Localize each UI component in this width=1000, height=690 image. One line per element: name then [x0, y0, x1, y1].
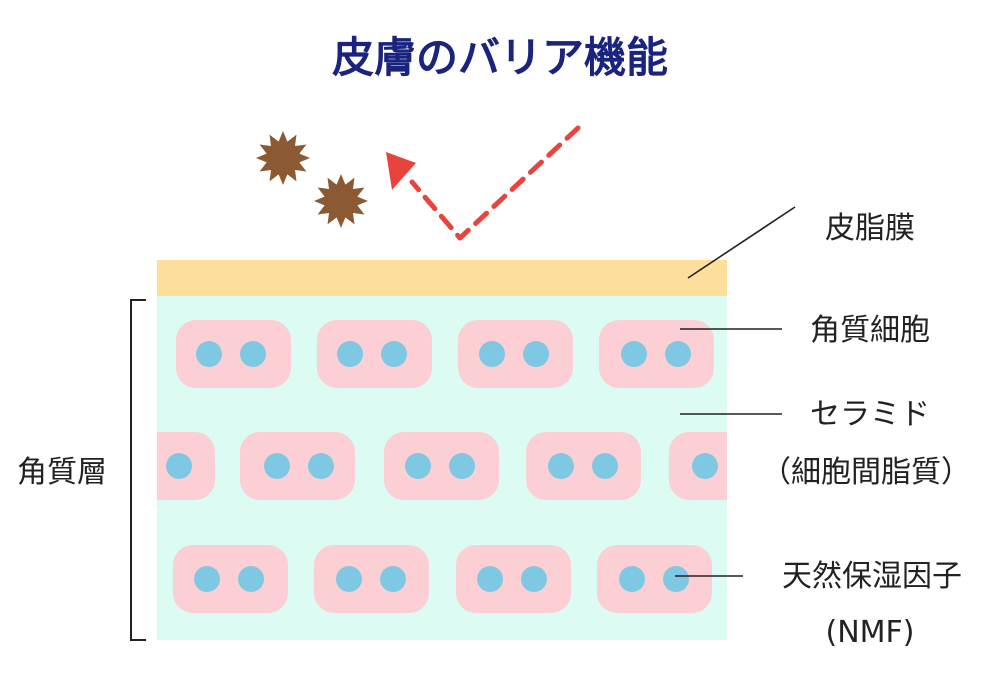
nmf-dot	[479, 341, 505, 367]
corneocyte-cell	[314, 545, 429, 613]
nmf-dot	[194, 566, 220, 592]
corneocyte-cells	[157, 320, 727, 613]
reflect-arrow-path	[409, 125, 581, 241]
stratum-corneum-label: 角質層	[17, 455, 107, 490]
nmf-dot	[405, 453, 431, 479]
corneocyte-cell	[597, 545, 712, 613]
cell-body	[599, 320, 714, 388]
nmf-dot	[337, 341, 363, 367]
corneocyte-cell	[384, 432, 499, 500]
nmf-dot	[240, 341, 266, 367]
nmf-dot	[381, 341, 407, 367]
nmf-dot	[619, 566, 645, 592]
ceramide-label: セラミド	[810, 397, 930, 432]
nmf-dot	[477, 566, 503, 592]
nmf-dot	[196, 341, 222, 367]
nmf-dot	[238, 566, 264, 592]
nmf-label: 天然保湿因子	[782, 559, 962, 594]
corneocyte-cell	[599, 320, 714, 388]
nmf-dot	[665, 341, 691, 367]
corneocyte-label: 角質細胞	[810, 313, 930, 348]
corneocyte-cell	[176, 320, 291, 388]
cell-body	[526, 432, 641, 500]
cell-body	[597, 545, 712, 613]
irritant-particle-icon	[256, 131, 310, 185]
corneocyte-cell	[669, 432, 727, 500]
nmf-dot	[380, 566, 406, 592]
sebum-film	[157, 260, 727, 296]
nmf-dot	[663, 566, 689, 592]
cell-body	[458, 320, 573, 388]
nmf-dot	[592, 453, 618, 479]
sebum-label: 皮脂膜	[825, 211, 915, 246]
nmf-dot	[621, 341, 647, 367]
nmf-sublabel: (NMF)	[826, 615, 915, 650]
nmf-dot	[166, 453, 192, 479]
reflect-arrow-icon	[386, 125, 581, 241]
corneocyte-cell	[240, 432, 355, 500]
nmf-dot	[308, 453, 334, 479]
nmf-dot	[692, 453, 718, 479]
page-title: 皮膚のバリア機能	[332, 33, 668, 82]
corneocyte-cell	[317, 320, 432, 388]
corneocyte-cell	[456, 545, 571, 613]
cell-body	[173, 545, 288, 613]
reflect-arrow-head	[386, 152, 416, 190]
cell-body	[314, 545, 429, 613]
cell-body	[317, 320, 432, 388]
corneocyte-cell	[526, 432, 641, 500]
cell-body	[240, 432, 355, 500]
sebum-leader-line	[687, 206, 796, 279]
irritant-particles	[256, 131, 368, 228]
irritant-particle-icon	[314, 174, 368, 228]
cell-body	[384, 432, 499, 500]
nmf-dot	[336, 566, 362, 592]
nmf-dot	[523, 341, 549, 367]
nmf-dot	[449, 453, 475, 479]
corneocyte-cell	[173, 545, 288, 613]
ceramide-sublabel: （細胞間脂質）	[761, 455, 971, 490]
cell-body	[176, 320, 291, 388]
corneocyte-cell	[458, 320, 573, 388]
corneocyte-cell	[157, 432, 215, 500]
nmf-dot	[521, 566, 547, 592]
nmf-dot	[548, 453, 574, 479]
cell-body	[456, 545, 571, 613]
nmf-dot	[264, 453, 290, 479]
stratum-corneum-bracket	[130, 299, 146, 641]
